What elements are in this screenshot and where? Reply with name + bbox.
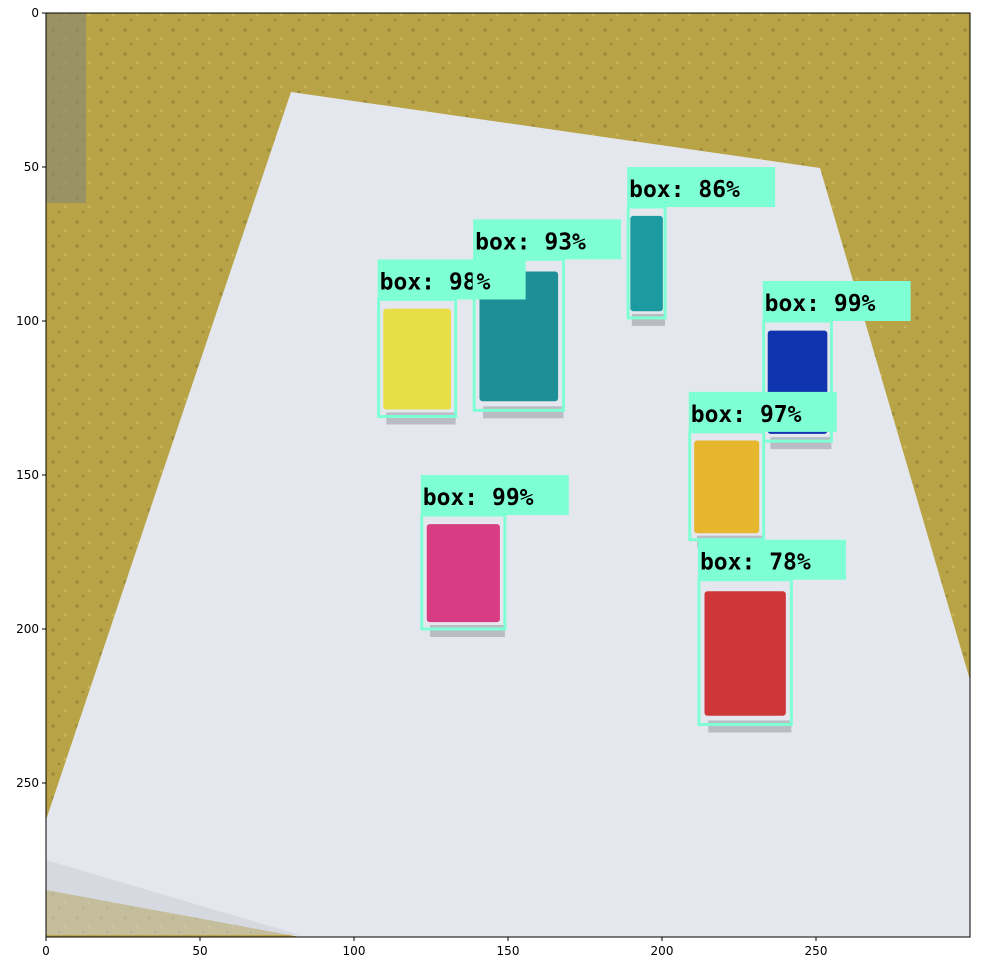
photo: [46, 13, 970, 937]
teal-block-upright-label: box: 86%: [629, 177, 740, 203]
red-block-label-bg: [697, 539, 846, 580]
yellow-block-object: [383, 308, 452, 410]
yellow-block-label: box: 98%: [380, 269, 491, 295]
y-tick-label: 150: [16, 468, 39, 482]
y-tick-label: 100: [16, 314, 39, 328]
y-tick-label: 50: [24, 160, 39, 174]
x-tick-label: 250: [805, 944, 828, 958]
teal-block-long-object: [479, 271, 559, 402]
yellow-block-label-bg: [377, 259, 526, 300]
red-block-object: [704, 591, 786, 716]
x-tick-label: 0: [42, 944, 50, 958]
x-tick-label: 50: [192, 944, 207, 958]
teal-block-upright-shadow: [631, 313, 666, 326]
y-axis: 0 50 100 150 200 250: [16, 6, 46, 790]
teal-block-upright-label-bg: [627, 167, 776, 208]
red-block-label: box: 78%: [700, 550, 811, 576]
y-tick-label: 0: [31, 6, 39, 20]
x-tick-label: 200: [651, 944, 674, 958]
y-tick-label: 200: [16, 622, 39, 636]
yellow-block-shadow: [386, 412, 456, 425]
teal-block-upright-object: [630, 215, 663, 312]
orange-block-label-bg: [688, 391, 837, 432]
teal-block-long-label: box: 93%: [475, 229, 586, 255]
x-axis: 0 50 100 150 200 250: [42, 937, 827, 958]
red-block-shadow: [708, 720, 792, 733]
orange-block-label: box: 97%: [691, 402, 802, 428]
pink-cup-object: [426, 524, 500, 623]
detections: box: 98% box: 93% box: 86% box: 99% box: 97%…: [377, 167, 911, 726]
blue-block-label: box: 99%: [765, 291, 876, 317]
orange-block-object: [694, 440, 760, 534]
teal-block-long-label-bg: [473, 219, 622, 260]
pink-cup-shadow: [430, 625, 505, 637]
pink-cup-label-bg: [420, 475, 569, 516]
blue-block-label-bg: [762, 281, 911, 321]
pink-cup-label: box: 99%: [423, 485, 534, 511]
x-tick-label: 150: [497, 944, 520, 958]
y-tick-label: 250: [16, 776, 39, 790]
blue-block-shadow: [770, 437, 832, 450]
x-tick-label: 100: [343, 944, 366, 958]
paper-shadow: [46, 860, 300, 935]
teal-block-long-shadow: [483, 406, 564, 419]
wall-corner: [46, 13, 86, 203]
